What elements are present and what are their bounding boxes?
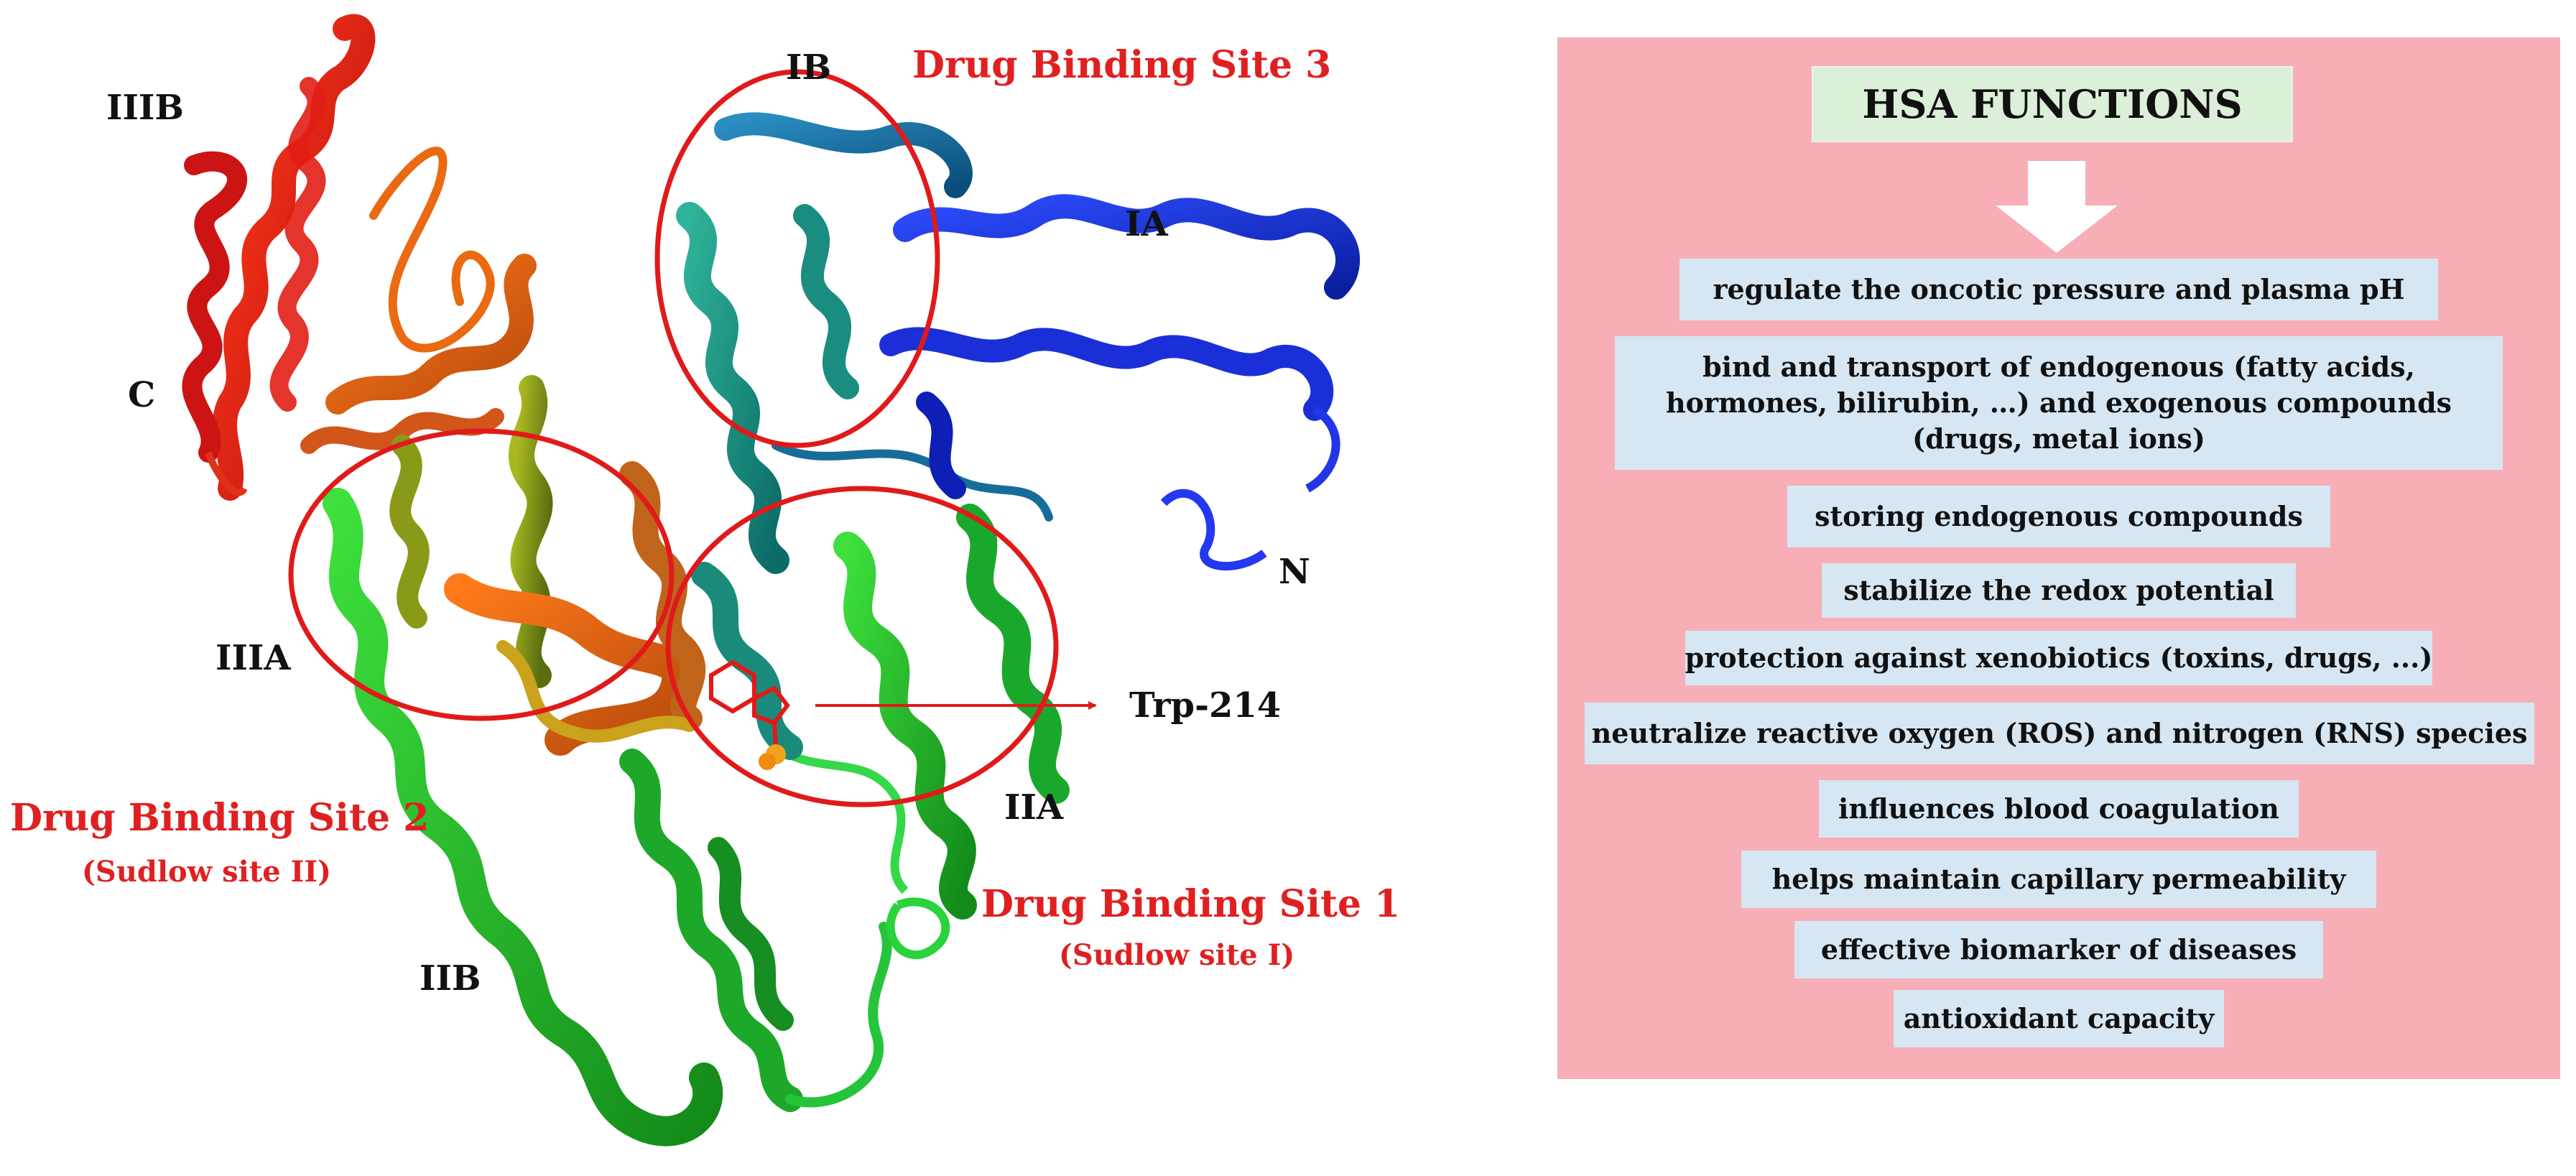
label-iiib: IIIB xyxy=(106,88,184,128)
label-iiia: IIIA xyxy=(216,638,291,678)
domain-iiia-ribbon xyxy=(389,375,706,756)
function-item: effective biomarker of diseases xyxy=(1794,921,2323,978)
binding-site-2-subtitle: (Sudlow site II) xyxy=(82,855,332,889)
down-arrow-icon xyxy=(1996,161,2118,253)
binding-site-3-title: Drug Binding Site 3 xyxy=(912,43,1332,87)
domain-iia-ribbon xyxy=(773,504,1070,960)
function-item: bind and transport of endogenous (fatty … xyxy=(1615,336,2503,470)
function-item: stabilize the redox potential xyxy=(1822,563,2296,618)
binding-site-1-subtitle: (Sudlow site I) xyxy=(1059,938,1295,972)
function-item: protection against xenobiotics (toxins, … xyxy=(1685,631,2432,685)
binding-site-2-circle xyxy=(288,428,675,721)
trp-214-ligand xyxy=(709,659,790,770)
label-trp-214: Trp-214 xyxy=(1129,685,1282,726)
label-ib: IB xyxy=(786,47,832,88)
function-item: helps maintain capillary permeability xyxy=(1741,851,2376,908)
label-iia: IIA xyxy=(1004,787,1064,828)
function-item: storing endogenous compounds xyxy=(1787,486,2330,547)
binding-site-1-circle xyxy=(665,486,1059,807)
panel-title: HSA FUNCTIONS xyxy=(1812,66,2293,142)
label-ia: IA xyxy=(1125,204,1168,244)
domain-iiib-orange-ribbon xyxy=(300,147,537,454)
function-item: antioxidant capacity xyxy=(1894,990,2224,1047)
binding-site-3-circle xyxy=(654,69,940,448)
label-c: C xyxy=(128,375,156,415)
domain-iib-ribbon xyxy=(323,488,892,1147)
domain-ia-ribbon xyxy=(879,194,1361,571)
function-item: influences blood coagulation xyxy=(1819,780,2299,838)
binding-site-1-title: Drug Binding Site 1 xyxy=(981,882,1401,926)
binding-site-2-title: Drug Binding Site 2 xyxy=(10,796,430,840)
label-n: N xyxy=(1279,552,1310,592)
function-item: regulate the oncotic pressure and plasma… xyxy=(1680,259,2438,320)
hsa-functions-panel: HSA FUNCTIONS regulate the oncotic press… xyxy=(1557,37,2560,1079)
label-iib: IIB xyxy=(420,958,481,999)
function-item: neutralize reactive oxygen (ROS) and nit… xyxy=(1585,703,2534,764)
domain-iiib-ribbon xyxy=(182,14,376,501)
